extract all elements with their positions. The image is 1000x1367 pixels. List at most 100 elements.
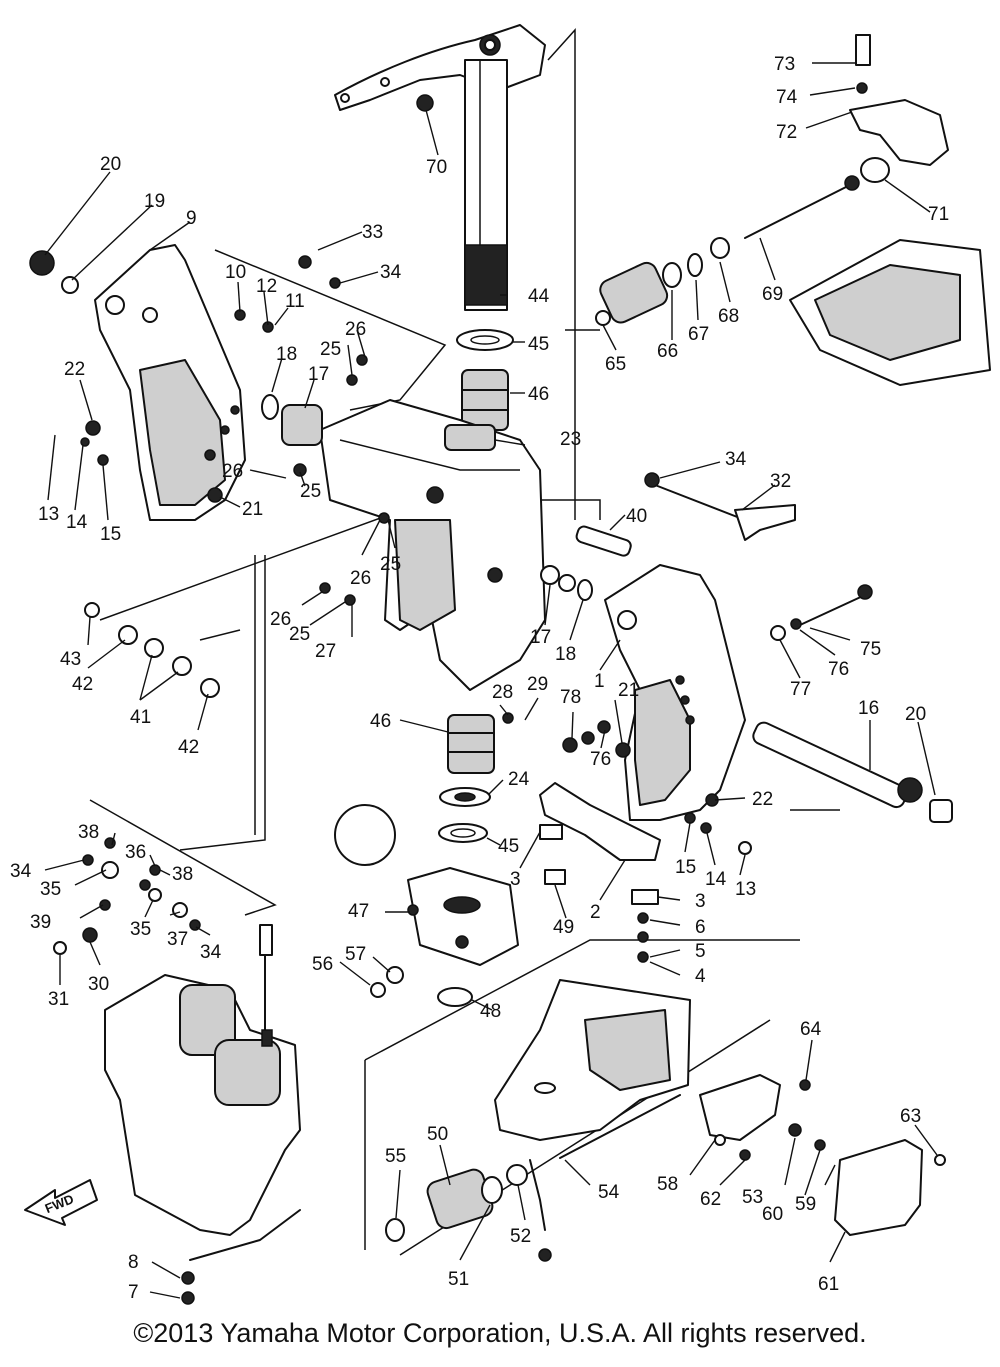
part-label: 30 [88, 974, 109, 995]
part-label: 62 [700, 1189, 721, 1210]
part-label: 61 [818, 1274, 839, 1295]
part-label: 46 [528, 384, 549, 405]
bushing-46-lower [447, 714, 495, 774]
part-label: 21 [618, 680, 639, 701]
part-label: 20 [905, 704, 926, 725]
bracket-58 [699, 1074, 781, 1141]
part-label: 70 [426, 157, 447, 178]
part-label: 19 [144, 191, 165, 212]
part-label: 24 [508, 769, 530, 790]
part-label: 59 [795, 1194, 816, 1215]
leader-lines [44, 62, 938, 1299]
fwd-arrow-icon: FWD [24, 1179, 98, 1226]
part-label: 25 [380, 554, 401, 575]
clamp-bracket-left [94, 244, 246, 521]
part-label: 65 [605, 354, 626, 375]
part-label: 25 [300, 481, 321, 502]
part-label: 64 [800, 1019, 822, 1040]
part-label: 34 [10, 861, 32, 882]
mount-rubber-50 [385, 1164, 528, 1242]
part-label: 37 [167, 929, 188, 950]
part-label: 15 [675, 857, 696, 878]
part-label: 26 [345, 319, 366, 340]
swivel-bracket [319, 399, 546, 691]
part-label: 26 [222, 461, 243, 482]
part-label: 3 [510, 869, 521, 890]
part-label: 14 [705, 869, 727, 890]
part-label: 20 [100, 154, 121, 175]
part-label: 21 [242, 499, 263, 520]
clamp-bracket-right [604, 564, 746, 821]
part-label: 47 [348, 901, 369, 922]
part-label: 77 [790, 679, 811, 700]
part-label: 42 [72, 674, 93, 695]
shaft-washer-45-top [456, 329, 514, 351]
part-label: 12 [256, 276, 277, 297]
part-label: 72 [776, 122, 797, 143]
part-label: 9 [186, 208, 197, 229]
part-label: 63 [900, 1106, 921, 1127]
rod-32 [654, 484, 796, 541]
part-label: 40 [626, 506, 647, 527]
part-label: 55 [385, 1146, 406, 1167]
part-label: 45 [528, 334, 549, 355]
part-label: 33 [362, 222, 383, 243]
part-label: 76 [828, 659, 849, 680]
part-label: 18 [276, 344, 297, 365]
part-label: 18 [555, 644, 576, 665]
part-label: 34 [200, 942, 222, 963]
part-label: 76 [590, 749, 611, 770]
part-label: 7 [128, 1282, 139, 1303]
part-label: 45 [498, 836, 519, 857]
part-label: 67 [688, 324, 709, 345]
part-label: 35 [130, 919, 151, 940]
through-bolt-16 [752, 721, 953, 823]
copyright-notice: ©2013 Yamaha Motor Corporation, U.S.A. A… [133, 1318, 867, 1348]
washer-24 [439, 787, 491, 807]
part-label: 29 [527, 674, 548, 695]
part-label: 32 [770, 471, 791, 492]
part-label: 3 [695, 891, 706, 912]
part-label: 34 [725, 449, 747, 470]
part-label: 4 [695, 966, 706, 987]
part-label: 42 [178, 737, 199, 758]
part-label: 31 [48, 989, 69, 1010]
part-label: 5 [695, 941, 706, 962]
part-label: 69 [762, 284, 783, 305]
part-label: 25 [320, 339, 341, 360]
part-label: 15 [100, 524, 121, 545]
trim-tilt-unit [104, 924, 301, 1236]
part-label: 38 [78, 822, 99, 843]
part-label: 60 [762, 1204, 783, 1225]
part-label: 73 [774, 54, 795, 75]
part-label: 25 [289, 624, 310, 645]
steering-bracket-47 [407, 867, 519, 966]
tiller-arm [334, 24, 546, 111]
part-label: 13 [38, 504, 59, 525]
cover-61 [834, 1139, 923, 1236]
part-label: 51 [448, 1269, 469, 1290]
mount-rubber-65 [595, 237, 730, 326]
part-label: 74 [776, 87, 798, 108]
bolt-75 [799, 584, 873, 626]
part-label: 41 [130, 707, 151, 728]
part-label: 26 [270, 609, 291, 630]
bolt-54 [559, 1094, 681, 1159]
part-label: 71 [928, 204, 949, 225]
part-label: 26 [350, 568, 371, 589]
washer-45-lower [438, 823, 488, 843]
part-label: 78 [560, 687, 581, 708]
fasteners [29, 34, 946, 1262]
part-label: 75 [860, 639, 881, 660]
part-label: 44 [528, 286, 550, 307]
part-label: 10 [225, 262, 246, 283]
through-bolt-69 [744, 175, 860, 239]
ring-48 [437, 987, 473, 1007]
part-label: 17 [308, 364, 329, 385]
part-label: 22 [64, 359, 85, 380]
part-label: 35 [40, 879, 61, 900]
part-label: 56 [312, 954, 333, 975]
part-label: 11 [285, 291, 305, 312]
part-label: 50 [427, 1124, 448, 1145]
